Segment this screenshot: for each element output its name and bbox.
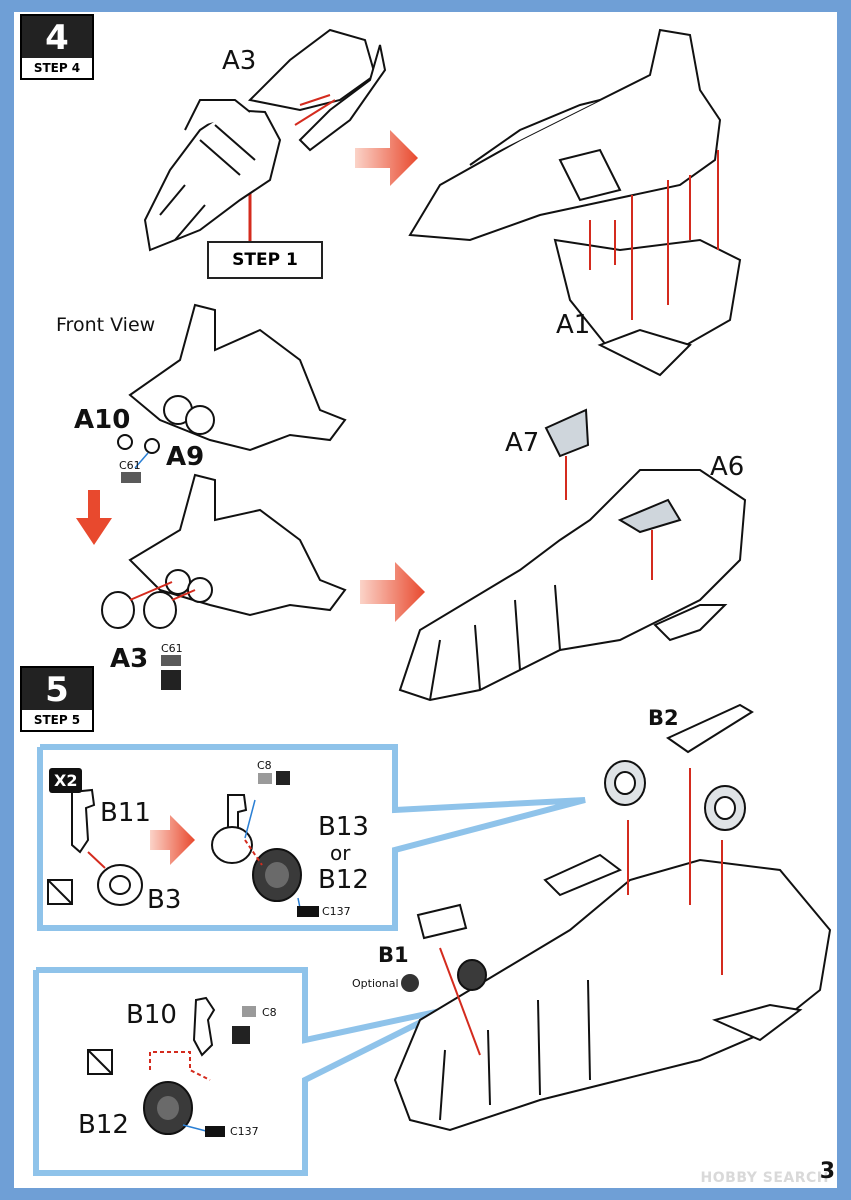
c8-swatch-a xyxy=(258,773,272,784)
c137-swatch-a xyxy=(297,906,319,917)
flow-arrow-2 xyxy=(360,562,425,622)
page-number: 3 xyxy=(819,1159,835,1184)
step5-number: 5 xyxy=(22,668,92,710)
color-c61-a: C61 xyxy=(119,459,141,472)
step4-label: STEP 4 xyxy=(33,61,81,75)
or-label: or xyxy=(330,841,351,865)
quantity-x2: X2 xyxy=(49,768,83,793)
part-b12-a: B12 xyxy=(318,865,369,895)
part-b3: B3 xyxy=(147,885,182,915)
callout-shapes xyxy=(33,744,586,1176)
step4-number: 4 xyxy=(22,16,92,58)
step4-badge: 4 STEP 4 xyxy=(20,14,94,80)
part-b12-b: B12 xyxy=(78,1110,129,1140)
a6-part xyxy=(617,498,682,534)
part-a3-bottom: A3 xyxy=(110,644,149,674)
part-a7: A7 xyxy=(505,428,540,458)
part-b10: B10 xyxy=(126,1000,177,1030)
c8-swatch-b xyxy=(242,1006,256,1017)
page-frame-right xyxy=(837,0,851,1200)
part-a9: A9 xyxy=(166,442,205,472)
fuselage-a1-arrows xyxy=(589,150,719,320)
flow-arrow-3 xyxy=(150,815,195,865)
nose-assembly-drawing xyxy=(143,28,387,252)
b13-b12-drawing xyxy=(211,794,253,864)
step1-reference: STEP 1 xyxy=(207,241,323,279)
part-a1: A1 xyxy=(556,310,591,340)
color-c137-b: C137 xyxy=(230,1125,259,1138)
part-b11: B11 xyxy=(100,798,151,828)
flow-arrow-1 xyxy=(355,130,418,186)
part-b1: B1 xyxy=(378,943,409,967)
part-a3-top: A3 xyxy=(222,46,257,76)
page-frame-left xyxy=(0,0,14,1200)
front-view-drawing xyxy=(117,303,347,454)
step5-badge: 5 STEP 5 xyxy=(20,666,94,732)
b10-drawing xyxy=(192,996,216,1057)
color-c8-a: C8 xyxy=(257,759,272,772)
page-frame-bottom xyxy=(0,1188,851,1200)
hobby-search-watermark: HOBBY SEARCH xyxy=(700,1170,829,1186)
color-c137-a: C137 xyxy=(322,905,351,918)
c61-swatch-a xyxy=(121,472,141,483)
c61-swatch-b xyxy=(161,655,181,666)
page-frame-top xyxy=(0,0,851,12)
step5-label: STEP 5 xyxy=(33,713,81,727)
a7-part xyxy=(544,408,590,458)
part-b2: B2 xyxy=(648,706,679,730)
engine-rear-drawing xyxy=(101,473,347,629)
color-c8-b: C8 xyxy=(262,1006,277,1019)
paint-icon-b xyxy=(276,771,290,785)
optional-label: Optional xyxy=(352,977,399,990)
b11-b3-drawing xyxy=(71,788,143,906)
flow-arrow-down xyxy=(76,490,112,545)
part-a10: A10 xyxy=(74,405,131,435)
optional-info-icon xyxy=(401,974,419,992)
c137-swatch-b xyxy=(205,1126,225,1137)
part-a6: A6 xyxy=(710,452,745,482)
part-b13: B13 xyxy=(318,812,369,842)
a6-a7-assembly-drawing xyxy=(398,469,747,702)
front-view-label: Front View xyxy=(56,314,156,336)
fuselage-a1-drawing xyxy=(408,28,742,377)
step5-arrows xyxy=(439,768,723,1056)
paint-icon-c xyxy=(232,1026,250,1044)
paint-icon-a xyxy=(161,670,181,690)
main-gear-wheels xyxy=(457,760,746,991)
color-c61-b: C61 xyxy=(161,642,183,655)
